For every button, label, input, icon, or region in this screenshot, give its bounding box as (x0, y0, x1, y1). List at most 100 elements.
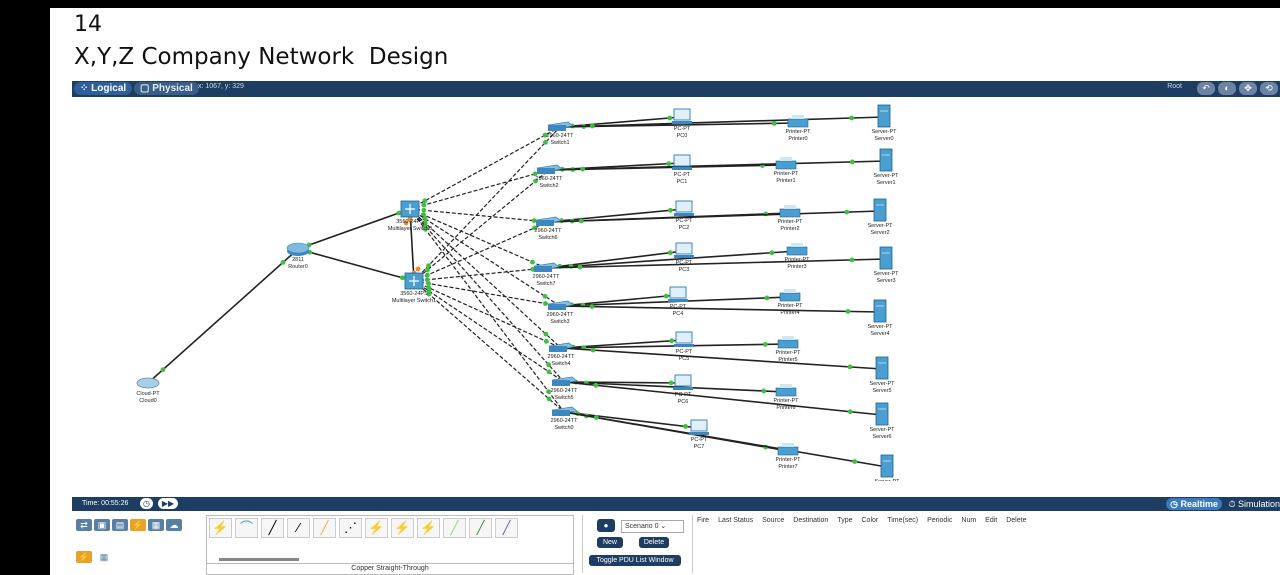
pdu-header-type: Type (837, 517, 853, 524)
device-label: Switch0 (554, 425, 573, 431)
horizontal-scrollbar[interactable] (219, 558, 299, 561)
switch-icon[interactable] (533, 262, 560, 272)
pc-icon[interactable] (668, 286, 688, 302)
server-icon[interactable] (875, 356, 889, 380)
connections-sub-icon[interactable]: ⚡ (76, 551, 92, 563)
switch-icon[interactable] (551, 376, 578, 386)
server-icon[interactable] (880, 454, 894, 478)
connections-icon[interactable]: ⚡ (130, 519, 146, 531)
power-cycle-icon[interactable]: ◷ (140, 498, 153, 509)
auto-connection-icon[interactable]: ⚡ (209, 518, 232, 538)
device-label: Printer4 (780, 310, 799, 316)
printer-icon[interactable] (779, 205, 801, 218)
end-devices-icon[interactable]: ▣ (94, 519, 110, 531)
pdu-header-destination: Destination (793, 517, 829, 524)
fast-forward-icon[interactable]: ▶▶ (158, 498, 178, 509)
usb-cable-icon[interactable]: ╱ (495, 518, 518, 538)
crossover-icon[interactable]: ⁄ (287, 518, 310, 538)
printer-icon[interactable] (777, 443, 799, 456)
misc-icon[interactable]: ▦ (148, 519, 164, 531)
fiber-icon[interactable]: ╱ (313, 518, 336, 538)
switch-icon[interactable] (547, 121, 574, 131)
pc-icon[interactable] (672, 108, 692, 124)
new-scenario-button[interactable]: New (597, 537, 623, 548)
switch-icon[interactable] (547, 300, 574, 310)
console-cable-icon[interactable]: ⌒ (235, 518, 258, 538)
server-icon[interactable] (877, 104, 891, 128)
serial-dce-icon[interactable]: ⚡ (391, 518, 414, 538)
device-label: Server3 (876, 278, 895, 284)
server-icon[interactable] (879, 148, 893, 172)
octal-cable-icon[interactable]: ╱ (443, 518, 466, 538)
tab-logical[interactable]: ⁘ Logical (74, 82, 133, 95)
pc-icon[interactable] (674, 200, 694, 216)
server-icon[interactable] (873, 299, 887, 323)
device-label: Printer1 (776, 178, 795, 184)
pc-icon[interactable] (672, 154, 692, 170)
slide-number: 14 (74, 12, 102, 37)
pc-icon[interactable] (689, 419, 709, 435)
device-label: Printer6 (776, 405, 795, 411)
tab-physical[interactable]: ▢ Physical (134, 82, 199, 95)
device-label: 3560-24PS (400, 291, 428, 297)
printer-icon[interactable] (775, 157, 797, 170)
pc-icon[interactable] (674, 331, 694, 347)
cloud-icon[interactable] (136, 377, 160, 389)
port-status-dot (532, 171, 538, 177)
delete-scenario-button[interactable]: Delete (639, 537, 669, 548)
multilayer-switch-icon[interactable] (400, 200, 420, 218)
grid-icon[interactable]: ▦ (96, 551, 112, 563)
device-label: PC7 (694, 444, 705, 450)
device-label: Server-PT (869, 381, 895, 387)
switch-icon[interactable] (536, 164, 563, 174)
serial-dte-icon[interactable]: ⚡ (417, 518, 440, 538)
components-icon[interactable]: ▤ (112, 519, 128, 531)
link-router-mlswitch0 (297, 208, 411, 250)
port-status-dot (666, 161, 672, 167)
iot-cable-icon[interactable]: ╱ (469, 518, 492, 538)
port-status-dot (542, 293, 548, 299)
port-status-dot (531, 218, 537, 224)
printer-icon[interactable] (777, 336, 799, 349)
server-icon[interactable] (873, 198, 887, 222)
straight-through-icon[interactable]: ╱ (261, 518, 284, 538)
device-label: Printer7 (778, 464, 797, 470)
simulation-tab[interactable]: ⏱ Simulation (1228, 498, 1280, 510)
bottom-panel: ⇄ ▣ ▤ ⚡ ▦ ☁ ⚡ ▦ ⚡ ⌒ ╱ ⁄ ╱ ⋰ ⚡ (72, 511, 1280, 575)
connection-type-label: Copper Straight-Through (207, 563, 573, 574)
port-status-dot (668, 380, 674, 386)
network-devices-icon[interactable]: ⇄ (76, 519, 92, 531)
root-label: Root (1167, 83, 1182, 90)
multiuser-icon[interactable]: ☁ (166, 519, 182, 531)
port-status-dot (407, 216, 413, 222)
printer-icon[interactable] (786, 243, 808, 256)
viewport-icon[interactable]: ◐ (1218, 82, 1236, 95)
switch-icon[interactable] (548, 342, 575, 352)
multilayer-switch-icon[interactable] (404, 272, 424, 290)
device-label: Printer-PT (773, 398, 799, 404)
port-status-dot (415, 266, 421, 272)
toggle-pdu-list-button[interactable]: Toggle PDU List Window (589, 555, 681, 566)
pc-icon[interactable] (673, 374, 693, 390)
switch-icon[interactable] (535, 216, 562, 226)
printer-icon[interactable] (787, 115, 809, 128)
port-status-dot (422, 216, 428, 222)
move-icon[interactable]: ✥ (1239, 82, 1257, 95)
refresh-icon[interactable]: ⟲ (1260, 82, 1278, 95)
scenario-select[interactable]: Scenario 0 ⌄ (621, 520, 684, 533)
phone-cable-icon[interactable]: ⋰ (339, 518, 362, 538)
printer-icon[interactable] (775, 384, 797, 397)
server-icon[interactable] (879, 246, 893, 270)
printer-icon[interactable] (779, 289, 801, 302)
router-icon[interactable] (286, 242, 310, 256)
back-icon[interactable]: ↶ (1197, 82, 1215, 95)
coaxial-icon[interactable]: ⚡ (365, 518, 388, 538)
link-switch-server4 (559, 305, 881, 313)
network-topology: Cloud-PTCloud02811Router03560-24PSMultil… (136, 104, 900, 492)
switch-icon[interactable] (551, 406, 578, 416)
realtime-tab[interactable]: ◷ Realtime (1166, 498, 1222, 510)
pc-icon[interactable] (674, 242, 694, 258)
port-status-dot (769, 250, 775, 256)
server-icon[interactable] (875, 402, 889, 426)
